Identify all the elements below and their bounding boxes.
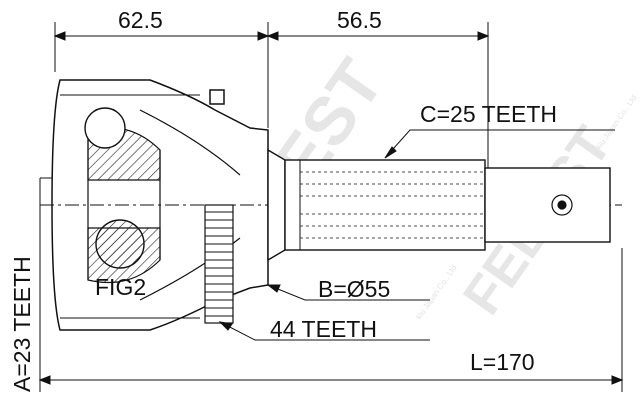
center-hole-icon [551, 194, 573, 216]
top-dimensions [53, 22, 490, 168]
dimension-56-5: 56.5 [337, 7, 382, 33]
fig2-label: FIG2 [95, 274, 146, 300]
length-label: L=170 [470, 349, 535, 375]
b-diameter-label: B=Ø55 [318, 276, 390, 302]
a-teeth-label: A=23 TEETH [9, 256, 35, 392]
threaded-end [484, 167, 611, 243]
watermark-caption-text: kiu Japan Co., Ltd [414, 263, 458, 321]
splined-shaft [284, 159, 486, 251]
c-teeth-label: C=25 TEETH [420, 101, 557, 127]
abs-ring [204, 204, 234, 324]
abs-teeth-label: 44 TEETH [270, 316, 377, 342]
dimension-62-5: 62.5 [118, 7, 163, 33]
watermark-caption-2: kiu Japan Co., Ltd [594, 93, 638, 151]
shaft-splines [300, 171, 485, 239]
abs-ring-teeth [205, 211, 233, 317]
length-dimension [38, 248, 624, 392]
watermark-caption: kiu Japan Co., Ltd [414, 263, 458, 321]
joint-neck [267, 148, 286, 262]
watermark-caption-text-2: kiu Japan Co., Ltd [594, 93, 638, 151]
ball-cage [84, 107, 145, 269]
leader-lines [218, 129, 615, 341]
